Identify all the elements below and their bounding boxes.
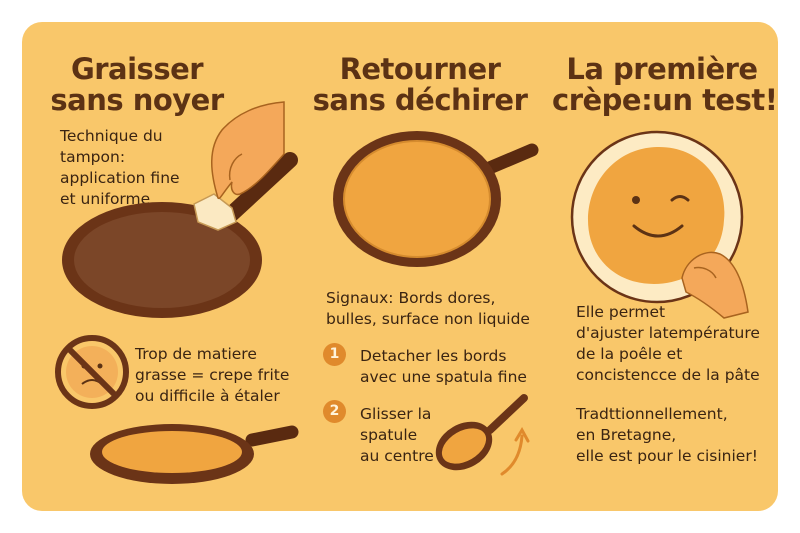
technique-line-3: application fine [60,169,180,187]
col2-title: Retourner sans déchirer [305,54,535,116]
technique-line-2: tampon: [60,148,126,166]
signals-line-2: bulles, surface non liquide [326,310,530,328]
technique-text: Technique du tampon: application fine et… [60,126,180,210]
signals-text: Signaux: Bords dores, bulles, surface no… [326,288,530,330]
col3-title-line2: crèpe:un test! [552,83,778,117]
tradition-line-3: elle est pour le cisinier! [576,447,758,465]
adjust-line-4: concistencce de la pâte [576,366,760,384]
step1-line-1: Detacher les bords [360,347,507,365]
col2-title-line2: sans déchirer [312,83,528,117]
step1-text: Detacher les bords avec une spatula fine [360,346,527,388]
spatula-icon [435,394,528,471]
adjust-line-1: Elle permet [576,303,666,321]
hand-icon [681,251,749,319]
step1-line-2: avec une spatula fine [360,368,527,386]
col1-title-line2: sans noyer [50,83,224,117]
col1-title-line1: Graisser [70,52,204,86]
warning-line-1: Trop de matiere [135,345,257,363]
adjust-text: Elle permet d'ajuster latempérature de l… [576,302,760,386]
no-sad-face-icon [55,335,129,409]
warning-line-3: ou difficile à étaler [135,387,280,405]
tradition-text: Tradttionnellement, en Bretagne, elle es… [576,404,758,467]
signals-line-1: Signaux: Bords dores, [326,289,496,307]
col3-title-line1: La première [566,52,758,86]
pan-with-crepe-icon [90,424,299,484]
step2-line-3: au centre [360,447,434,465]
step2-line-2: spatule [360,426,418,444]
infographic-card: Graisser sans noyer Technique du tampon:… [22,22,778,511]
step1-number: 1 [323,343,346,366]
adjust-line-3: de la poêle et [576,345,683,363]
step2-text: Glisser la spatule au centre [360,404,434,467]
technique-line-4: et uniforme [60,190,151,208]
curved-arrow-icon [500,426,530,476]
col1-title: Graisser sans noyer [42,54,232,116]
adjust-line-2: d'ajuster latempérature [576,324,760,342]
frying-pan-icon [333,131,539,267]
technique-line-1: Technique du [60,127,163,145]
hand-with-butter-icon [193,101,285,231]
warning-line-2: grasse = crepe frite [135,366,290,384]
col3-title: La première crèpe:un test! [552,52,778,117]
warning-text: Trop de matiere grasse = crepe frite ou … [135,344,289,407]
col2-title-line1: Retourner [339,52,501,86]
tradition-line-2: en Bretagne, [576,426,677,444]
step2-line-1: Glisser la [360,405,432,423]
step2-number: 2 [323,400,346,423]
tradition-line-1: Tradttionnellement, [576,405,728,423]
